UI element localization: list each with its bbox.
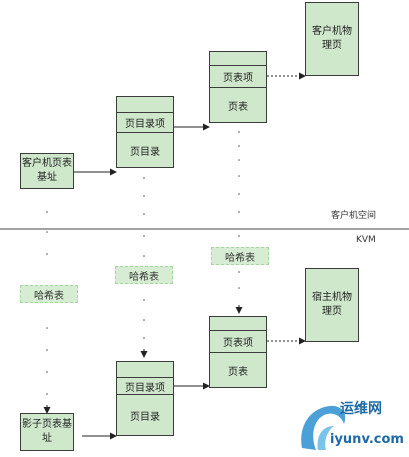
watermark-swoosh-icon [301,405,346,450]
dotted-trails [46,131,240,395]
guest-dir-entry-label: 页目录项 [125,119,165,130]
guest-pt-entry-label: 页表项 [223,73,253,84]
guest-pt-top-row [210,52,266,66]
hash-table-3: 哈希表 [211,247,269,265]
hash-table-2: 哈希表 [115,266,173,284]
guest-page-directory: 页目录项 页目录 [116,96,174,168]
guest-pt-base-label: 客户机页表基址 [22,158,72,183]
shadow-dir-label: 页目录 [130,411,160,423]
shadow-pt-base-box: 影子页表基址 [20,413,74,451]
watermark-logo: 运维网 iyunv.com [296,396,406,454]
guest-pt-entry-row: 页表项 [210,66,266,88]
watermark-url: iyunv.com [330,432,404,447]
guest-phys-page-label: 客户机物理页 [312,26,352,51]
guest-dir-body: 页目录 [117,133,173,167]
shadow-pt-entry-label: 页表项 [223,338,253,349]
guest-dir-label: 页目录 [130,146,160,158]
guest-dir-top-row [117,97,173,113]
hash-table-1-label: 哈希表 [34,290,64,302]
shadow-pt-label: 页表 [228,366,248,378]
shadow-pt-entry-row: 页表项 [210,331,266,353]
shadow-dir-top-row [117,362,173,378]
hash-table-3-label: 哈希表 [225,252,255,264]
shadow-page-table: 页表项 页表 [209,316,267,388]
hash-table-2-label: 哈希表 [129,271,159,283]
watermark-name: 运维网 [340,401,382,417]
guest-pt-label: 页表 [228,101,248,113]
guest-dir-entry-row: 页目录项 [117,113,173,133]
shadow-dir-body: 页目录 [117,395,173,435]
hash-table-1: 哈希表 [20,285,78,303]
kvm-label: KVM [356,235,376,245]
guest-phys-page-box: 客户机物理页 [305,2,359,76]
guest-page-table: 页表项 页表 [209,51,267,123]
shadow-dir-entry-row: 页目录项 [117,378,173,395]
host-phys-page-label: 宿主机物理页 [312,292,352,317]
shadow-pt-base-label: 影子页表基址 [22,419,72,444]
guest-pt-body: 页表 [210,88,266,122]
shadow-pt-body: 页表 [210,353,266,387]
shadow-pt-top-row [210,317,266,331]
shadow-dir-entry-label: 页目录项 [125,382,165,394]
shadow-page-directory: 页目录项 页目录 [116,361,174,436]
host-phys-page-box: 宿主机物理页 [305,268,359,342]
guest-pt-base-box: 客户机页表基址 [20,153,74,189]
guest-space-label: 客户机空间 [331,211,377,221]
